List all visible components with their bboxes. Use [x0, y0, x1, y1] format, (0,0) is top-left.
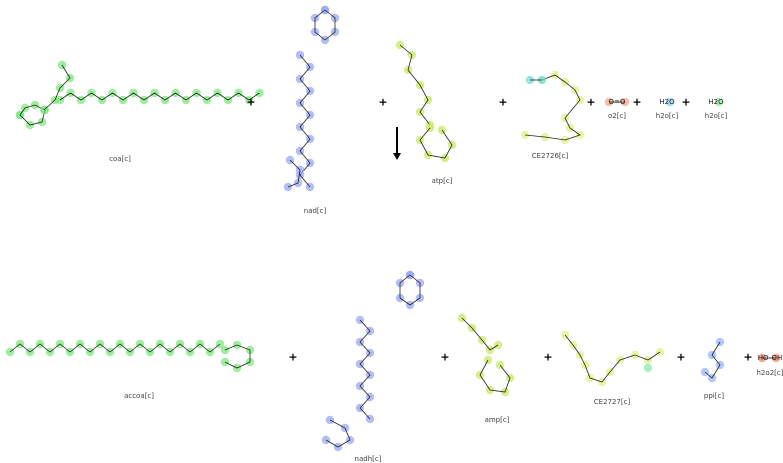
bond-line [461, 317, 499, 351]
plus-sign: + [586, 95, 596, 109]
atp-phosphates [395, 40, 435, 130]
accoa-adenine [220, 340, 255, 373]
plus-sign: + [378, 95, 388, 109]
product-label-accoa: accoa[c] [124, 392, 154, 400]
bond-line [399, 44, 431, 126]
plus-sign: + [246, 95, 256, 109]
ppi-atoms [700, 337, 725, 383]
atom-highlight [643, 363, 653, 373]
bond-line [9, 343, 221, 353]
h2o-formula-1: H2O [659, 98, 675, 106]
ce2726-carboxyl [525, 75, 547, 85]
bond-line [524, 74, 581, 141]
bond-line [479, 359, 511, 393]
bond-line [564, 334, 661, 383]
bond-line [359, 319, 371, 420]
h2o-atom [714, 97, 724, 107]
h2o-formula-2: H2O [708, 98, 724, 106]
nad-adenine [310, 5, 340, 45]
nadh-nicotinamide [321, 415, 355, 452]
coa-ribose [39, 60, 75, 115]
plus-sign: + [743, 350, 753, 364]
reactant-label-nad: nad[c] [303, 207, 327, 215]
atom-highlight [714, 97, 724, 107]
plus-sign: + [676, 350, 686, 364]
o2-atoms [604, 97, 630, 107]
bond-line [399, 274, 421, 306]
nadh-backbone [355, 315, 375, 424]
bond-line [704, 341, 721, 379]
bond-line [287, 159, 301, 188]
nadh-adenine [395, 270, 425, 310]
coa-adenine [15, 100, 50, 130]
reactant-label-atp: atp[c] [431, 177, 453, 185]
plus-sign: + [681, 95, 691, 109]
product-label-h2o2: h2o2[c] [756, 369, 783, 377]
amp-adenine [475, 355, 515, 397]
plus-sign: + [543, 350, 553, 364]
nad-backbone [295, 50, 315, 192]
reactant-label-h2o-1: h2o[c] [655, 112, 679, 120]
h2o2-formula: HO-OH [757, 354, 783, 362]
reactant-label-coa: coa[c] [109, 155, 131, 163]
bond-line [43, 64, 71, 111]
plus-sign: + [498, 95, 508, 109]
product-label-ce2727: CE2727[c] [593, 398, 631, 406]
atom-highlight [665, 97, 675, 107]
reaction-arrow [393, 127, 400, 160]
bond-line [59, 92, 260, 101]
nad-nicotinamide [283, 155, 305, 192]
product-label-amp: amp[c] [484, 416, 510, 424]
product-label-nadh: nadh[c] [354, 455, 382, 463]
atp-adenine [415, 123, 457, 163]
bond-line [419, 127, 453, 159]
plus-sign: + [440, 350, 450, 364]
bond-line [224, 344, 251, 369]
bond-line [325, 419, 351, 448]
ce2727-chain [560, 330, 665, 387]
amp-phosphate [457, 313, 503, 355]
plus-sign: + [632, 95, 642, 109]
bond-line [314, 9, 336, 41]
bond-line [299, 54, 311, 188]
ce2726-chain [520, 70, 585, 145]
h2o2-atoms [757, 353, 781, 363]
ce2727-carbonyl [643, 363, 653, 373]
reactant-label-h2o-2: h2o[c] [704, 112, 728, 120]
plus-sign: + [288, 350, 298, 364]
h2o-atom [665, 97, 675, 107]
accoa-chain [5, 339, 225, 357]
coa-chain [55, 88, 264, 105]
product-label-ppi: ppi[c] [703, 392, 725, 400]
reactant-label-o2: o2[c] [607, 112, 627, 120]
reactant-label-ce2726: CE2726[c] [531, 152, 569, 160]
o2-formula: O=O [608, 98, 626, 106]
